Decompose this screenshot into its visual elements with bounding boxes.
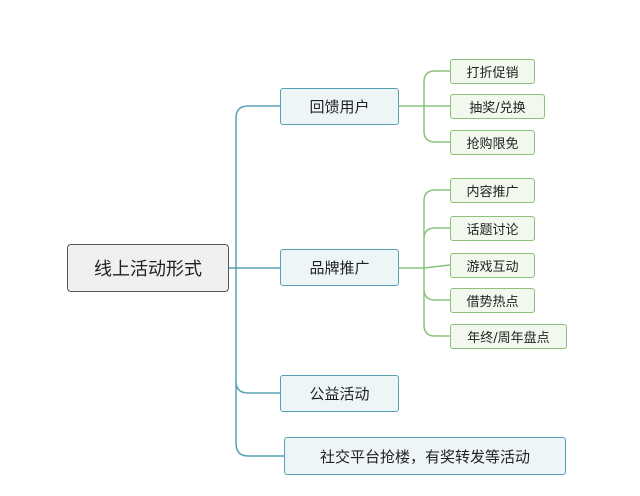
- leaf-node-discount[interactable]: 打折促销: [450, 59, 535, 84]
- connector-branch-2-leaves: [399, 189, 451, 337]
- branch-node-brand[interactable]: 品牌推广: [280, 249, 399, 286]
- connector-branch-1-leaves: [399, 70, 450, 143]
- leaf-node-annual-review[interactable]: 年终/周年盘点: [450, 324, 567, 349]
- branch-node-feedback[interactable]: 回馈用户: [280, 88, 399, 125]
- leaf-node-content-promo[interactable]: 内容推广: [450, 178, 535, 203]
- branch-node-social[interactable]: 社交平台抢楼，有奖转发等活动: [284, 437, 566, 475]
- leaf-node-game-interaction[interactable]: 游戏互动: [450, 253, 535, 278]
- root-node[interactable]: 线上活动形式: [67, 244, 229, 292]
- leaf-node-lottery[interactable]: 抽奖/兑换: [450, 94, 545, 119]
- branch-node-charity[interactable]: 公益活动: [280, 375, 399, 412]
- leaf-node-flash-sale[interactable]: 抢购限免: [450, 130, 535, 155]
- leaf-node-topic-discussion[interactable]: 话题讨论: [450, 216, 535, 241]
- leaf-node-trending-topics[interactable]: 借势热点: [450, 288, 535, 313]
- connector-trunk: [235, 105, 284, 457]
